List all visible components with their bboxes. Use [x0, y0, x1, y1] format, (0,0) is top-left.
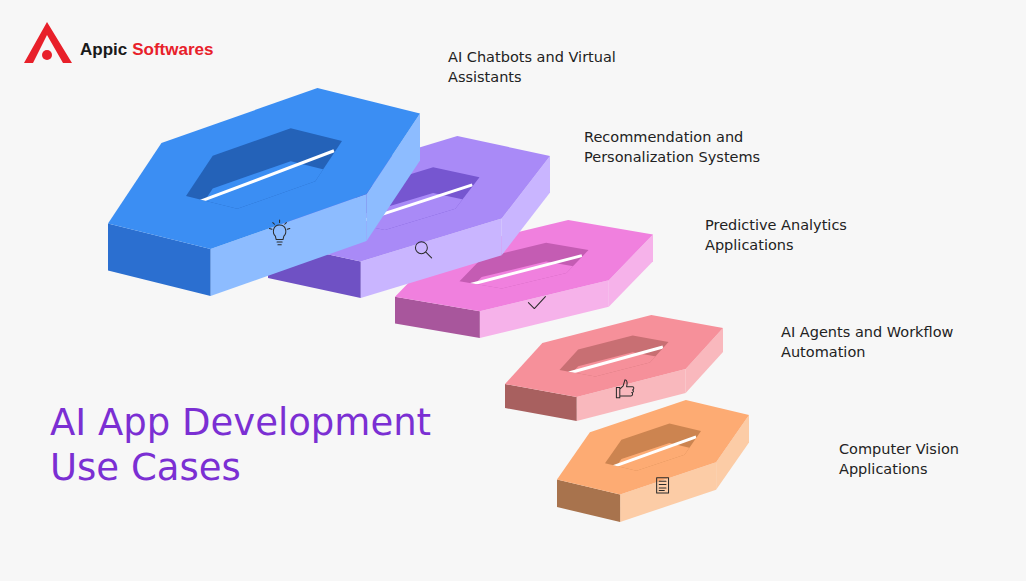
hole-slit — [199, 151, 334, 202]
prism-top — [395, 220, 653, 311]
hole-slit — [351, 185, 473, 225]
hole-wall — [186, 161, 342, 242]
use-case-icon — [616, 380, 633, 398]
use-case-block: AI Chatbots and Virtual Assistants — [108, 88, 420, 296]
hole-wall — [460, 261, 589, 307]
prism-top — [505, 315, 723, 397]
hole-slit — [569, 347, 663, 373]
logo-text: Appic — [80, 40, 127, 60]
use-case-icon — [415, 242, 431, 258]
hole-slit — [613, 437, 696, 467]
hole-wall — [339, 193, 480, 256]
hole-slit — [471, 256, 582, 285]
hexagon-prism — [505, 315, 723, 421]
hole-wall — [560, 352, 669, 393]
hexagon-prism — [108, 88, 420, 296]
diagram-title: AI App Development Use Cases — [50, 400, 450, 490]
use-case-icon — [269, 220, 289, 245]
use-case-icon — [657, 478, 669, 493]
hole-wall — [605, 443, 701, 490]
use-case-label: Recommendation and Personalization Syste… — [584, 127, 774, 167]
logo-mark — [24, 22, 72, 63]
use-case-label: Predictive Analytics Applications — [705, 215, 855, 255]
use-case-icon — [528, 297, 545, 309]
use-case-label: AI Agents and Workflow Automation — [781, 322, 961, 362]
use-case-label: AI Chatbots and Virtual Assistants — [448, 47, 628, 87]
use-case-label: Computer Vision Applications — [839, 439, 969, 479]
use-case-block: AI Agents and Workflow Automation — [505, 315, 723, 421]
prism-top — [557, 400, 749, 494]
prism-top — [108, 88, 420, 249]
prism-top — [268, 136, 550, 261]
logo-text: Softwares — [132, 40, 213, 60]
